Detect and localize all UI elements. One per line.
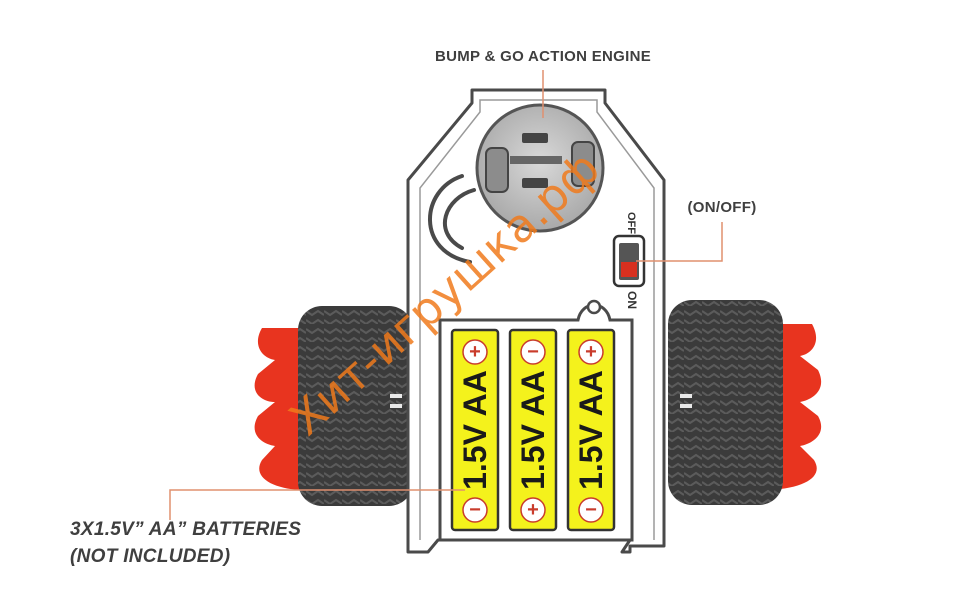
left-wheel-mark: [390, 404, 402, 408]
switch-leader-line: [636, 222, 723, 262]
batteries-label-line1: 3X1.5V” AA” BATTERIES: [70, 519, 301, 540]
battery-2-bottom-sign: +: [527, 499, 539, 521]
battery-leader-line: [169, 489, 465, 520]
battery-2: − 1.5V AA +: [508, 328, 558, 532]
battery-3-top-sign: +: [585, 341, 597, 363]
battery-3: + 1.5V AA −: [566, 328, 616, 532]
switch-on-label: ON: [625, 291, 639, 309]
bumper-arc-icon: [428, 174, 476, 264]
switch-label: (ON/OFF): [687, 199, 756, 216]
switch-knob[interactable]: [621, 262, 637, 277]
left-wheel-tire: [298, 306, 413, 506]
power-switch[interactable]: OFF ON: [612, 212, 646, 309]
battery-1: + 1.5V AA −: [450, 328, 500, 532]
switch-off-label: OFF: [625, 212, 637, 234]
engine-label: BUMP & GO ACTION ENGINE: [435, 48, 651, 65]
batteries-label-line2: (NOT INCLUDED): [70, 546, 230, 567]
right-wheel-mark: [680, 404, 692, 408]
right-wheel-mark: [680, 394, 692, 398]
battery-3-bottom-sign: −: [585, 499, 597, 521]
motor-engine: [475, 103, 605, 233]
left-wheel-hub: [254, 328, 300, 490]
battery-2-top-sign: −: [527, 341, 539, 363]
battery-1-label: 1.5V AA: [457, 370, 493, 490]
right-wheel-tire: [668, 300, 783, 505]
left-wheel-mark: [390, 394, 402, 398]
battery-3-label: 1.5V AA: [573, 370, 609, 490]
battery-1-bottom-sign: −: [469, 499, 481, 521]
battery-2-label: 1.5V AA: [515, 370, 551, 490]
chassis-inner-line: [419, 99, 655, 540]
battery-1-top-sign: +: [469, 341, 481, 363]
left-wheel: [254, 306, 413, 506]
screw-hole: [586, 299, 602, 315]
right-wheel: [668, 300, 822, 505]
